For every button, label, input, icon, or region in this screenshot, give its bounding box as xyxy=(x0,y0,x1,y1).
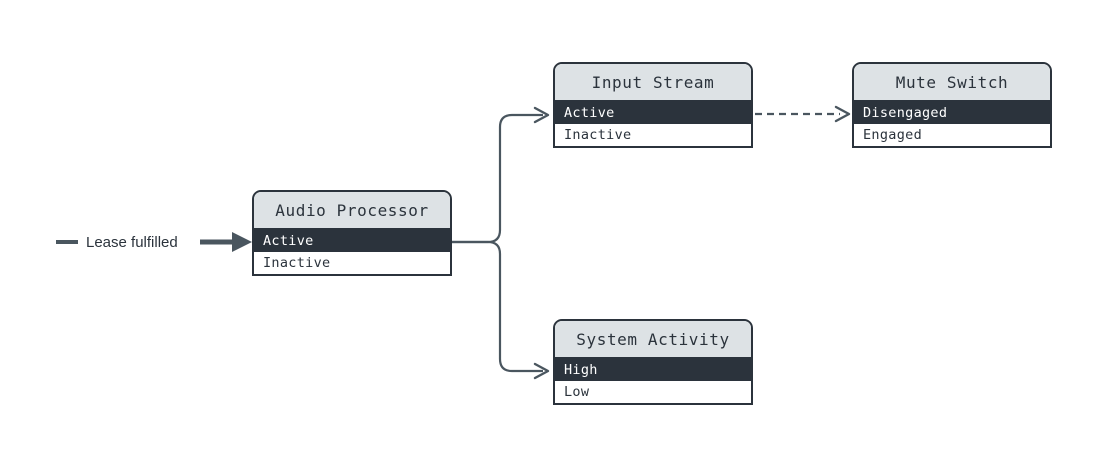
state-node-audio-processor-row-inactive[interactable]: Inactive xyxy=(254,252,450,274)
state-node-system-activity[interactable]: System Activity High Low xyxy=(553,319,753,405)
state-node-system-activity-row-low[interactable]: Low xyxy=(555,381,751,403)
connector-input-to-mute-arrowhead-icon xyxy=(834,105,851,123)
connector-audio-to-system xyxy=(451,240,543,373)
connector-audio-to-input-arrowhead-icon xyxy=(533,106,550,124)
state-node-mute-switch-title: Mute Switch xyxy=(854,64,1050,102)
connector-audio-to-system-arrowhead-icon xyxy=(533,362,550,380)
state-node-audio-processor[interactable]: Audio Processor Active Inactive xyxy=(252,190,452,276)
entry-arrowhead-icon xyxy=(232,232,252,252)
state-node-mute-switch-row-disengaged[interactable]: Disengaged xyxy=(854,102,1050,124)
state-node-system-activity-row-high[interactable]: High xyxy=(555,359,751,381)
entry-label: Lease fulfilled xyxy=(86,234,178,251)
state-node-input-stream-row-active[interactable]: Active xyxy=(555,102,751,124)
state-node-input-stream[interactable]: Input Stream Active Inactive xyxy=(553,62,753,148)
state-node-mute-switch[interactable]: Mute Switch Disengaged Engaged xyxy=(852,62,1052,148)
state-node-mute-switch-row-engaged[interactable]: Engaged xyxy=(854,124,1050,146)
state-node-audio-processor-title: Audio Processor xyxy=(254,192,450,230)
state-node-system-activity-title: System Activity xyxy=(555,321,751,359)
state-node-input-stream-title: Input Stream xyxy=(555,64,751,102)
state-node-input-stream-row-inactive[interactable]: Inactive xyxy=(555,124,751,146)
state-node-audio-processor-row-active[interactable]: Active xyxy=(254,230,450,252)
connector-audio-to-input xyxy=(451,113,543,244)
